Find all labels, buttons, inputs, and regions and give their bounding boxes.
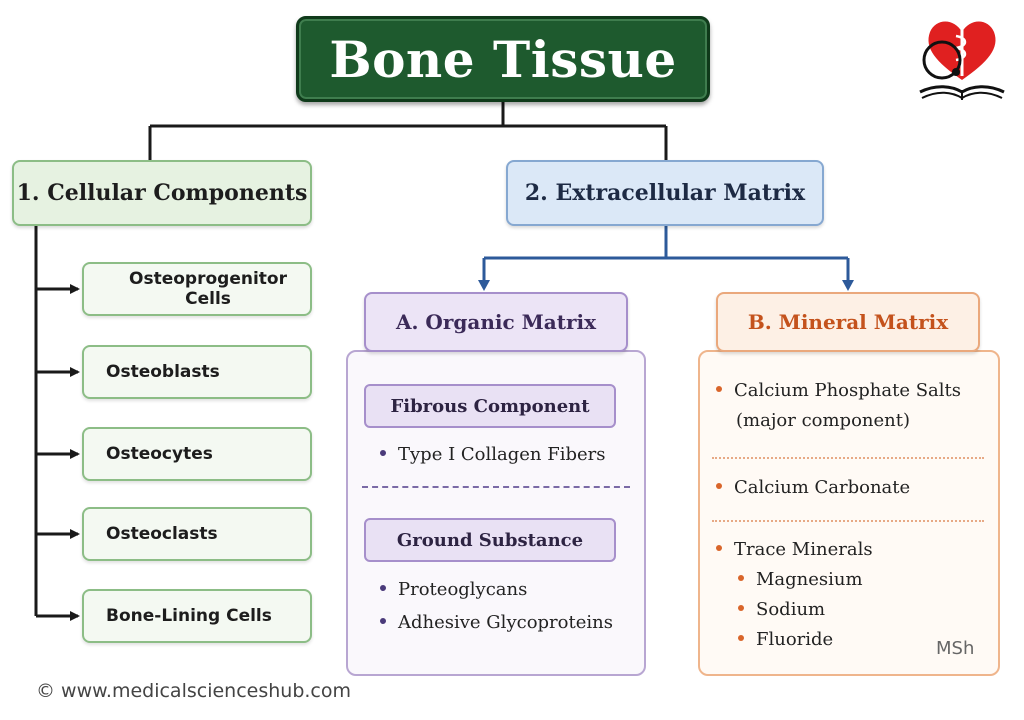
mineral-heading-label: B. Mineral Matrix xyxy=(747,310,949,334)
organic-matrix-heading: A. Organic Matrix xyxy=(364,292,628,352)
list-item: Type I Collagen Fibers xyxy=(380,444,606,465)
bullet-icon xyxy=(380,585,386,591)
bullet-icon xyxy=(738,635,744,641)
title-box: Bone Tissue xyxy=(296,16,710,102)
list-item: Proteoglycans xyxy=(380,579,527,600)
mineral-divider xyxy=(712,457,984,459)
list-item: Adhesive Glycoproteins xyxy=(380,612,613,633)
mineral-matrix-heading: B. Mineral Matrix xyxy=(716,292,980,352)
page-title: Bone Tissue xyxy=(329,29,677,89)
footer-copyright: © www.medicalscienceshub.com xyxy=(36,680,352,702)
organic-heading-label: A. Organic Matrix xyxy=(395,310,597,334)
fibrous-component-label: Fibrous Component xyxy=(390,395,590,417)
list-item: Trace Minerals xyxy=(716,539,873,560)
ground-substance-box: Ground Substance xyxy=(364,518,616,562)
bullet-icon xyxy=(738,605,744,611)
sub-list-item: Sodium xyxy=(738,599,825,620)
cell-item-label: Osteoclasts xyxy=(106,524,218,544)
list-item-continuation: (major component) xyxy=(736,410,911,431)
mineral-divider xyxy=(712,520,984,522)
list-item: Calcium Carbonate xyxy=(716,477,910,498)
cell-item-osteoclasts: Osteoclasts xyxy=(82,507,312,561)
cell-item-bone-lining: Bone-Lining Cells xyxy=(82,589,312,643)
bullet-icon xyxy=(738,575,744,581)
title-connector xyxy=(148,102,668,160)
ecm-heading-label: 2. Extracellular Matrix xyxy=(524,180,806,206)
sub-list-item: Magnesium xyxy=(738,569,863,590)
ecm-connector xyxy=(484,226,848,260)
bullet-icon xyxy=(716,386,722,392)
cell-item-label: Osteoblasts xyxy=(106,362,220,382)
bullet-icon xyxy=(716,545,722,551)
cellular-heading-label: 1. Cellular Components xyxy=(16,180,308,206)
organic-divider xyxy=(362,486,630,488)
cell-item-osteoblasts: Osteoblasts xyxy=(82,345,312,399)
fibrous-component-box: Fibrous Component xyxy=(364,384,616,428)
signature: MSh xyxy=(936,638,975,659)
sub-list-item: Fluoride xyxy=(738,629,833,650)
cell-item-label: Osteoprogenitor Cells xyxy=(129,269,287,309)
cell-item-label: Osteocytes xyxy=(106,444,213,464)
list-item: Calcium Phosphate Salts xyxy=(716,380,961,401)
cell-item-osteoprogenitor: Osteoprogenitor Cells xyxy=(82,262,312,316)
extracellular-matrix-heading: 2. Extracellular Matrix xyxy=(506,160,824,226)
heart-stethoscope-logo-icon xyxy=(919,21,1005,100)
bullet-icon xyxy=(716,483,722,489)
cell-item-label: Bone-Lining Cells xyxy=(106,606,272,626)
bullet-icon xyxy=(380,618,386,624)
cell-item-osteocytes: Osteocytes xyxy=(82,427,312,481)
cellular-components-heading: 1. Cellular Components xyxy=(12,160,312,226)
mineral-matrix-panel xyxy=(698,350,1000,676)
bullet-icon xyxy=(380,450,386,456)
ground-substance-label: Ground Substance xyxy=(396,529,584,551)
